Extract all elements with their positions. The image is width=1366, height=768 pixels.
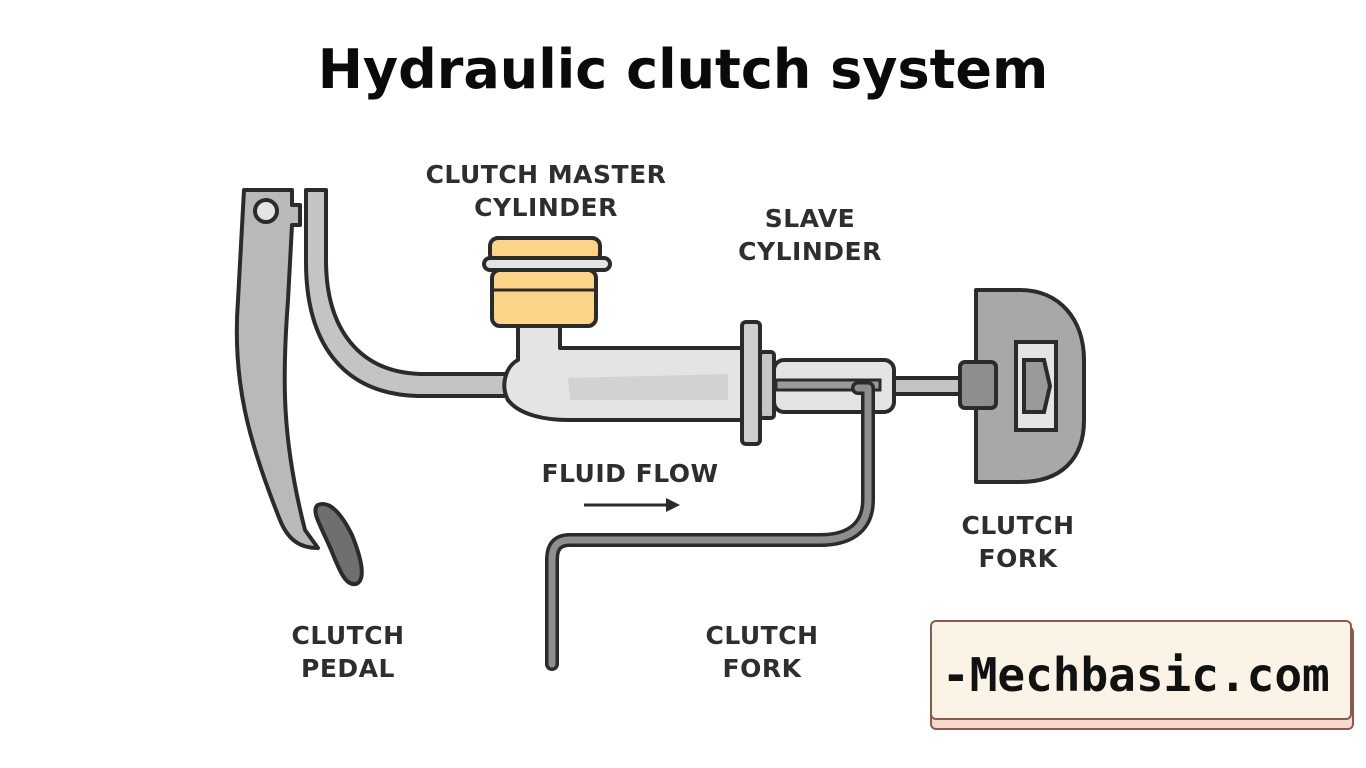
- label-slave-line1: SLAVE: [764, 204, 856, 233]
- fluid-flow-arrow: [584, 498, 680, 512]
- label-fork-bottom-line2: FORK: [722, 654, 802, 683]
- clutch-fork: [958, 288, 1086, 484]
- diagram-title: Hydraulic clutch system: [317, 38, 1049, 101]
- slave-pushrod: [892, 376, 966, 396]
- slave-cylinder: [772, 358, 896, 414]
- label-master-cylinder: CLUTCH MASTER CYLINDER: [420, 158, 672, 224]
- label-fluid-flow: FLUID FLOW: [541, 459, 719, 488]
- label-master-line1: CLUTCH MASTER: [425, 160, 667, 189]
- watermark-text: -Mechbasic.com: [942, 648, 1330, 702]
- label-fork-right-line1: CLUTCH: [961, 511, 1075, 540]
- label-slave-cylinder: SLAVE CYLINDER: [730, 202, 890, 268]
- label-pedal-line1: CLUTCH: [291, 621, 405, 650]
- watermark-card: [930, 620, 1352, 720]
- label-master-line2: CYLINDER: [474, 193, 618, 222]
- label-clutch-pedal: CLUTCH PEDAL: [270, 619, 426, 685]
- clutch-pedal: [234, 188, 364, 587]
- label-slave-line2: CYLINDER: [738, 237, 882, 266]
- watermark-badge: -Mechbasic.com: [930, 620, 1356, 730]
- label-clutch-fork-right: CLUTCH FORK: [940, 509, 1096, 575]
- label-fork-right-line2: FORK: [978, 544, 1058, 573]
- label-fork-bottom-line1: CLUTCH: [705, 621, 819, 650]
- master-cylinder: [502, 316, 776, 446]
- hydraulic-line: [545, 381, 875, 671]
- label-clutch-fork-bottom: CLUTCH FORK: [684, 619, 840, 685]
- label-pedal-line2: PEDAL: [301, 654, 395, 683]
- fluid-reservoir: [482, 236, 612, 328]
